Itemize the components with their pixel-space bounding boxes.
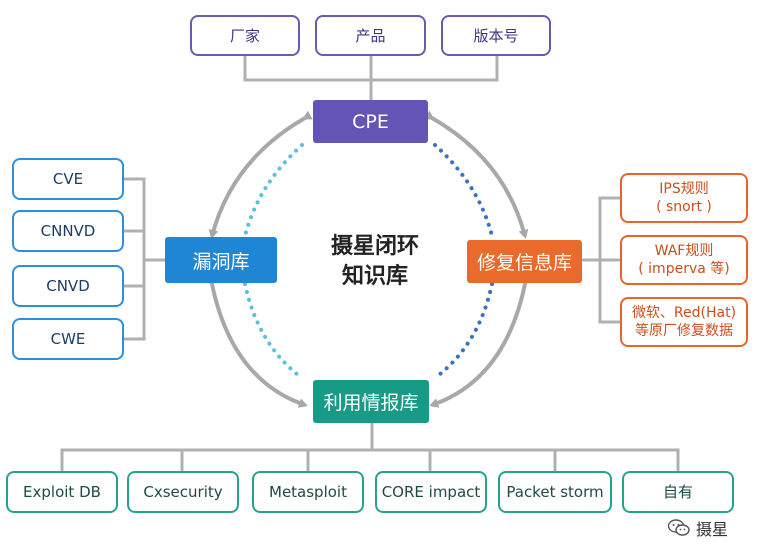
fix-source-waf: WAF规则 ( imperva 等) <box>620 235 748 285</box>
vuln-source-cnvd: CNVD <box>12 265 124 307</box>
intel-source-own: 自有 <box>622 471 734 513</box>
intel-connector <box>60 422 680 471</box>
cycle-arrows <box>205 110 532 408</box>
intel-source-exploitdb: Exploit DB <box>6 471 118 513</box>
fix-source-vendor: 微软、Red(Hat) 等原厂修复数据 <box>620 297 748 347</box>
fix-source-ips-line1: IPS规则 <box>659 181 709 197</box>
fix-source-vendor-line1: 微软、Red(Hat) <box>631 305 737 321</box>
fix-source-vendor-line2: 等原厂修复数据 <box>635 323 733 339</box>
fix-source-waf-line1: WAF规则 <box>654 243 714 259</box>
watermark: 摄星 <box>668 516 728 540</box>
center-title-line2: 知识库 <box>341 264 408 289</box>
vuln-source-cve: CVE <box>12 158 124 200</box>
vuln-connector <box>124 177 165 341</box>
fix-connector <box>580 196 620 324</box>
center-title-line1: 摄星闭环 <box>330 234 419 259</box>
vuln-source-cnnvd: CNNVD <box>12 210 124 252</box>
intel-source-cxsecurity: Cxsecurity <box>127 471 239 513</box>
cpe-part-product: 产品 <box>315 15 426 56</box>
fix-source-ips: IPS规则 ( snort ) <box>620 173 748 223</box>
fix-source-ips-line2: ( snort ) <box>656 199 712 215</box>
wechat-icon <box>668 519 690 536</box>
intel-source-metasploit: Metasploit <box>252 471 364 513</box>
intel-source-packetstorm: Packet storm <box>498 471 612 513</box>
intel-db-node: 利用情报库 <box>313 380 429 423</box>
cpe-connector <box>243 55 499 100</box>
fix-db-node: 修复信息库 <box>467 240 582 283</box>
cpe-part-vendor: 厂家 <box>190 15 300 56</box>
cpe-part-version: 版本号 <box>441 15 551 56</box>
fix-source-waf-line2: ( imperva 等) <box>638 261 730 277</box>
vuln-source-cwe: CWE <box>12 318 124 360</box>
center-title: 摄星闭环 知识库 <box>310 232 440 292</box>
vuln-db-node: 漏洞库 <box>165 237 277 283</box>
cpe-node: CPE <box>313 100 428 143</box>
dotted-flow <box>243 143 494 380</box>
watermark-text: 摄星 <box>696 520 729 539</box>
intel-source-coreimpact: CORE impact <box>375 471 487 513</box>
